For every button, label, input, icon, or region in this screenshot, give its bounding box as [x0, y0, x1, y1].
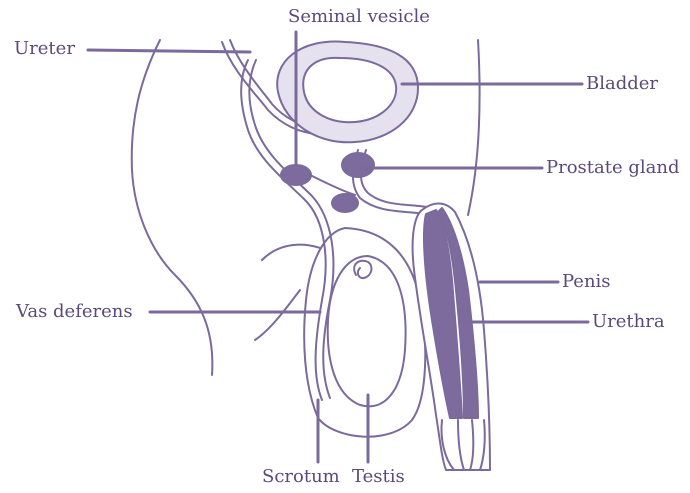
label-testis: Testis [352, 468, 405, 486]
ureter-leader [88, 50, 250, 52]
label-bladder: Bladder [586, 75, 658, 93]
inner-thigh-line [255, 290, 300, 340]
bulbourethral-gland-shape [332, 194, 358, 212]
seminal-vesicle-shape [281, 165, 311, 185]
label-urethra: Urethra [592, 313, 665, 331]
body-outline [132, 40, 213, 375]
label-scrotum: Scrotum [262, 468, 340, 486]
testis-outline [328, 256, 406, 406]
bladder-inner [303, 58, 396, 122]
abdomen-outline [468, 40, 480, 215]
label-penis: Penis [562, 273, 611, 291]
prostate-gland-shape [342, 153, 374, 177]
label-seminal-vesicle: Seminal vesicle [288, 8, 430, 26]
label-ureter: Ureter [14, 40, 75, 58]
label-vas-deferens: Vas deferens [16, 303, 133, 321]
label-prostate-gland: Prostate gland [546, 159, 680, 177]
